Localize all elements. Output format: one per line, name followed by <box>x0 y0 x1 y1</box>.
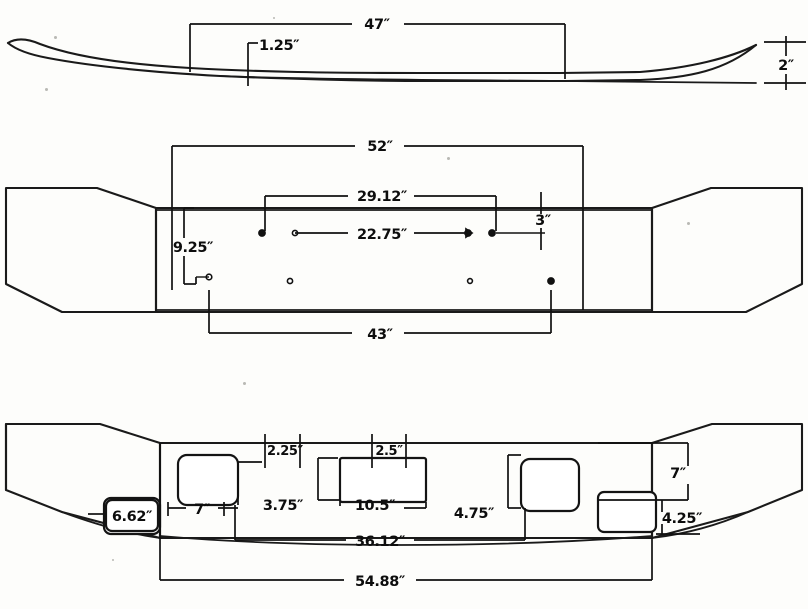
hole-large <box>488 229 496 237</box>
hole-large <box>547 277 555 285</box>
cutout-right-tab <box>596 490 658 534</box>
dim-label-gap-475: 4.75″ <box>454 506 495 522</box>
scan-speck <box>273 17 275 19</box>
dim-label-gap-25: 2.5″ <box>375 444 403 459</box>
cutout-right-box <box>519 457 581 513</box>
front-elevation-dimensions <box>171 145 584 334</box>
hole-large <box>258 229 266 237</box>
dim-label-span-2275: 22.75″ <box>357 227 408 243</box>
front-elevation-view <box>4 186 804 314</box>
dim-label-span-5488: 54.88″ <box>355 574 406 590</box>
dim-label-height-7: 7″ <box>670 466 687 482</box>
scan-speck <box>45 88 48 91</box>
dim-label-len-105: 10.5″ <box>355 498 396 514</box>
scan-speck <box>243 382 246 385</box>
dim-label-gap-7: 7″ <box>194 502 211 518</box>
dim-label-thk-2: 2″ <box>778 58 795 74</box>
dimension-labels: 47″ 1.25″ 2″ 52″ 29.12″ 3″ 9.25″ 22.75″ … <box>112 17 795 590</box>
dim-label-gap-375: 3.75″ <box>263 498 304 514</box>
scan-speck <box>687 222 690 225</box>
scan-speck <box>112 559 114 561</box>
dim-label-height-425: 4.25″ <box>662 511 703 527</box>
dim-label-span-2912: 29.12″ <box>357 189 408 205</box>
hole-small <box>286 277 294 285</box>
bottom-plan-cutouts <box>102 453 658 536</box>
dim-label-width-52: 52″ <box>367 139 393 155</box>
dim-label-height-925: 9.25″ <box>173 240 214 256</box>
bottom-plan-dimensions <box>88 434 700 581</box>
scan-speck <box>447 157 450 160</box>
dim-label-box-662: 6.62″ <box>112 509 153 525</box>
scan-speck <box>54 36 57 39</box>
cutout-left-box <box>176 453 240 507</box>
callout-box-662 <box>104 498 160 533</box>
dim-label-span-3612: 36.12″ <box>355 534 406 550</box>
side-profile-view <box>6 38 758 84</box>
side-profile-dimensions <box>189 23 806 90</box>
dim-label-width-43: 43″ <box>367 327 393 343</box>
dim-label-len-47: 47″ <box>364 17 390 33</box>
dim-label-thk-125: 1.25″ <box>259 38 300 54</box>
dim-label-gap-225: 2.25″ <box>267 444 303 459</box>
cutout-center-box <box>338 456 428 504</box>
dim-label-offset-3: 3″ <box>535 213 552 229</box>
hole-small <box>466 277 474 285</box>
